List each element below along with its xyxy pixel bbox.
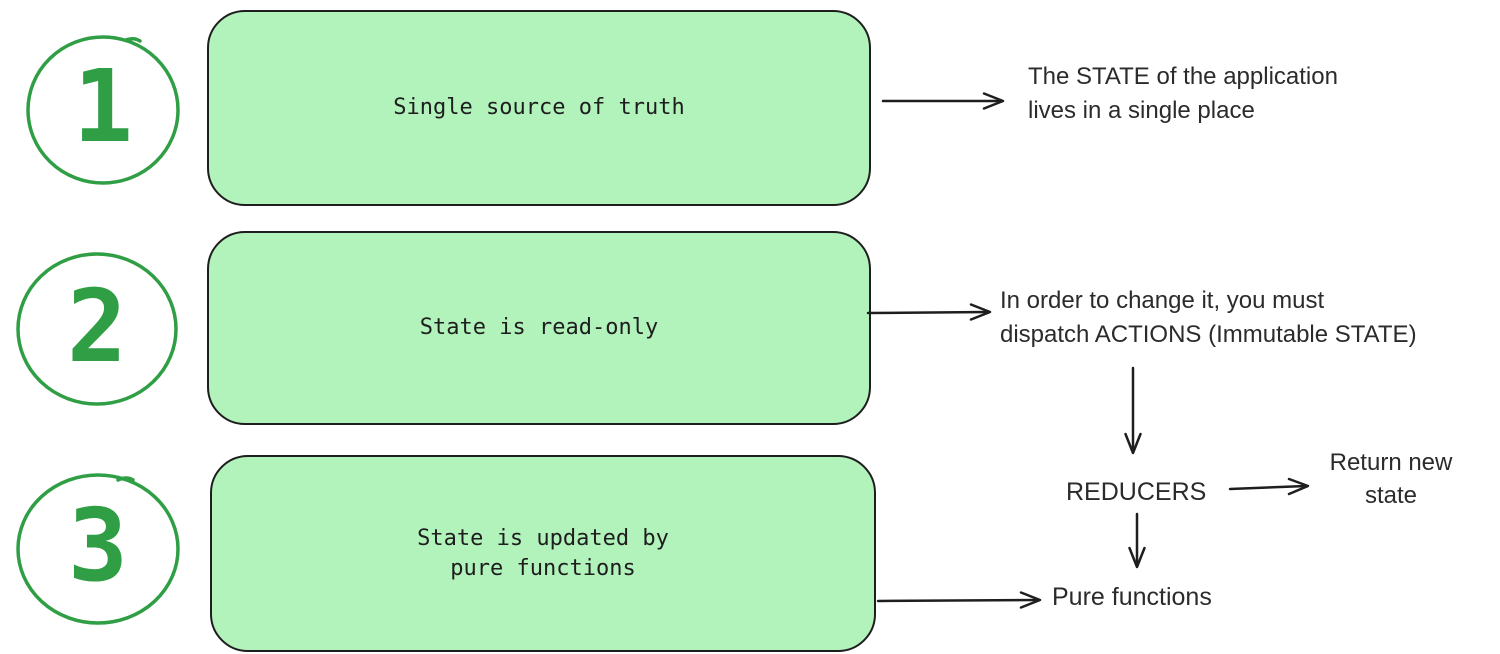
arrow-box2-to-actions-note — [866, 303, 992, 321]
step-2-box-label: State is read-only — [419, 315, 659, 340]
step-3-box-label-line1: State is updated by — [417, 525, 669, 551]
step-3-box-label-line2: pure functions — [450, 555, 636, 581]
step-1-box-label: Single source of truth — [393, 95, 685, 120]
step-1-box: Single source of truth — [207, 10, 871, 206]
return-note-line2: state — [1364, 482, 1418, 509]
pure-functions-label: Pure functions — [1052, 583, 1212, 611]
return-new-state-note: Return new state — [1315, 446, 1467, 512]
state-note-line1: The STATE of the application — [1028, 63, 1338, 90]
step-3-badge: 3 — [14, 468, 182, 628]
state-note-line2: lives in a single place — [1028, 97, 1255, 124]
actions-note-line1: In order to change it, you must — [1000, 287, 1325, 314]
step-1-badge: 1 — [24, 30, 182, 188]
arrow-box3-to-pure-functions — [876, 591, 1042, 609]
reducers-label: REDUCERS — [1066, 478, 1207, 506]
arrow-actions-note-to-reducers — [1124, 366, 1142, 455]
hand-drawn-circle-icon — [26, 35, 180, 185]
arrow-reducers-to-return-new-state — [1228, 477, 1310, 496]
step-2-box: State is read-only — [207, 231, 871, 425]
step-3-number: 3 — [67, 487, 129, 604]
hand-drawn-circle-icon — [16, 252, 178, 406]
step-3-box: State is updated by pure functions — [210, 455, 876, 652]
hand-drawn-circle-icon — [16, 473, 180, 625]
actions-note: In order to change it, you must dispatch… — [1000, 284, 1417, 352]
state-note: The STATE of the application lives in a … — [1028, 60, 1338, 128]
step-2-number: 2 — [66, 268, 128, 385]
actions-note-line2: dispatch ACTIONS (Immutable STATE) — [1000, 321, 1417, 348]
arrow-box1-to-state-note — [881, 92, 1005, 110]
step-2-badge: 2 — [14, 248, 180, 410]
arrow-reducers-to-pure-functions — [1128, 512, 1146, 569]
return-note-line1: Return new — [1329, 449, 1453, 476]
step-1-number: 1 — [72, 48, 134, 165]
